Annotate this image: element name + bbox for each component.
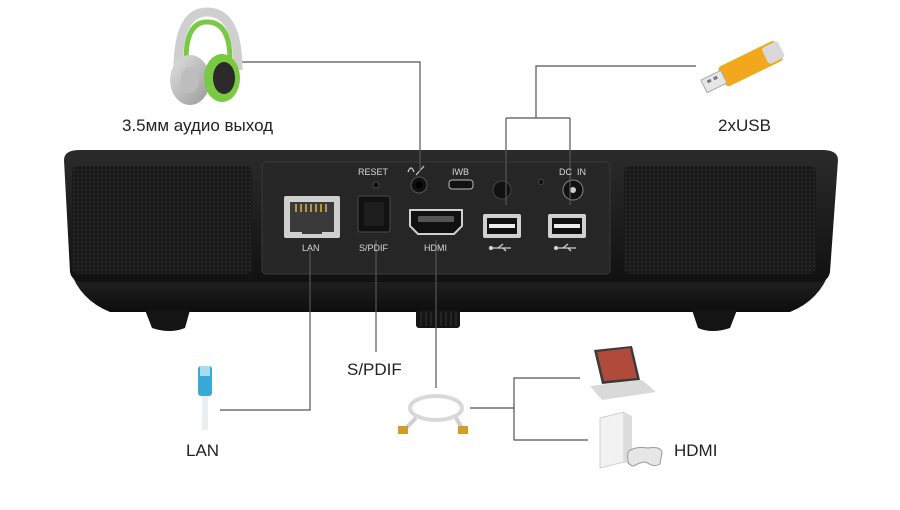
- spdif-port-label: S/PDIF: [359, 243, 389, 253]
- right-foot: [692, 310, 737, 331]
- headphones-icon: [170, 7, 243, 105]
- spdif-port: [357, 195, 391, 233]
- dc-in-port: [562, 179, 584, 201]
- usb-callout: 2xUSB: [718, 116, 771, 135]
- hdmi-cable-icon: [398, 394, 468, 434]
- audio-callout: 3.5мм аудио выход: [122, 116, 274, 135]
- reset-label: RESET: [358, 167, 389, 177]
- lan-callout: LAN: [186, 441, 220, 460]
- reset-hole: [372, 181, 380, 189]
- usb-stick-icon: [700, 41, 785, 94]
- right-speaker-grille: [624, 166, 816, 274]
- usb-port-2: [548, 214, 586, 238]
- dc-in-label: DC IN: [559, 167, 586, 177]
- hdmi-port: [409, 209, 463, 235]
- iwb-port: [448, 179, 474, 190]
- usb-port-1: [483, 214, 521, 238]
- hdmi-callout: HDMI: [674, 441, 718, 460]
- indicator-dot: [538, 179, 544, 185]
- audio-jack: [410, 176, 428, 194]
- laptop-icon: [590, 346, 656, 400]
- usb-symbol-icon: [488, 243, 511, 252]
- lan-cable-icon: [198, 366, 212, 430]
- left-speaker-grille: [72, 166, 252, 274]
- round-button: [492, 180, 512, 200]
- lan-port: [284, 196, 340, 238]
- lan-port-label: LAN: [302, 243, 320, 253]
- center-knob: [416, 310, 460, 328]
- projector-device: [64, 150, 838, 331]
- usb-symbol-icon: [553, 243, 576, 252]
- iwb-label: IWB: [452, 167, 469, 177]
- left-foot: [145, 310, 190, 331]
- game-console-icon: [599, 411, 663, 469]
- connector-lines: [220, 61, 696, 441]
- spdif-callout: S/PDIF: [347, 360, 402, 379]
- hdmi-port-label: HDMI: [424, 243, 447, 253]
